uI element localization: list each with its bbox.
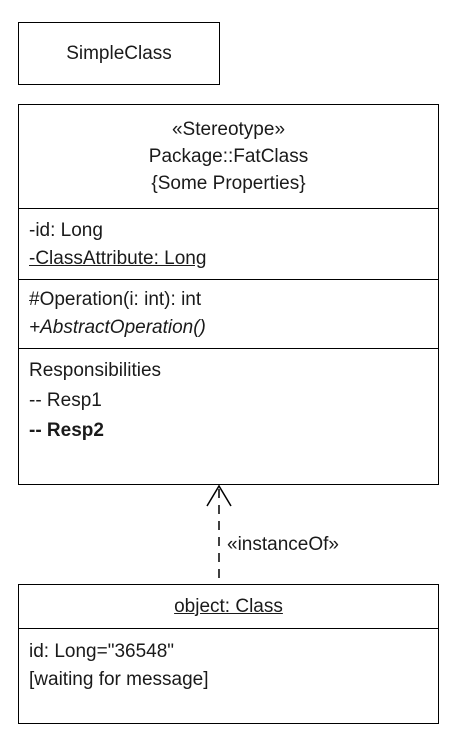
attribute-class-attribute: -ClassAttribute: Long (29, 248, 207, 269)
responsibility-item-bold: -- Resp2 (29, 420, 104, 441)
instance-of-label: «instanceOf» (227, 534, 339, 555)
fat-class-attributes: -id: Long -ClassAttribute: Long (19, 209, 438, 280)
fat-class-properties: {Some Properties} (151, 173, 306, 194)
operation-abstract: +AbstractOperation() (29, 317, 206, 338)
object-slot-state: [waiting for message] (29, 669, 209, 690)
attribute-id: -id: Long (29, 220, 103, 241)
simple-class-name: SimpleClass (66, 42, 172, 64)
object-name: object: Class (174, 595, 283, 617)
object-header: object: Class (19, 585, 438, 629)
operation-protected: #Operation(i: int): int (29, 289, 202, 310)
simple-class-box[interactable]: SimpleClass (18, 22, 220, 85)
object-slot-id: id: Long="36548" (29, 641, 175, 662)
fat-class-header: «Stereotype» Package::FatClass {Some Pro… (19, 105, 438, 209)
object-slots: id: Long="36548" [waiting for message] (19, 629, 438, 723)
fat-class-name: Package::FatClass (148, 146, 309, 167)
fat-class-stereotype: «Stereotype» (171, 119, 286, 140)
open-arrowhead (206, 484, 232, 507)
fat-class-operations: #Operation(i: int): int +AbstractOperati… (19, 280, 438, 349)
object-instance-box[interactable]: object: Class id: Long="36548" [waiting … (18, 584, 439, 724)
responsibilities-title: Responsibilities (29, 360, 162, 381)
fat-class-box[interactable]: «Stereotype» Package::FatClass {Some Pro… (18, 104, 439, 485)
fat-class-responsibilities: Responsibilities -- Resp1 -- Resp2 (19, 349, 438, 484)
responsibility-item: -- Resp1 (29, 390, 102, 411)
